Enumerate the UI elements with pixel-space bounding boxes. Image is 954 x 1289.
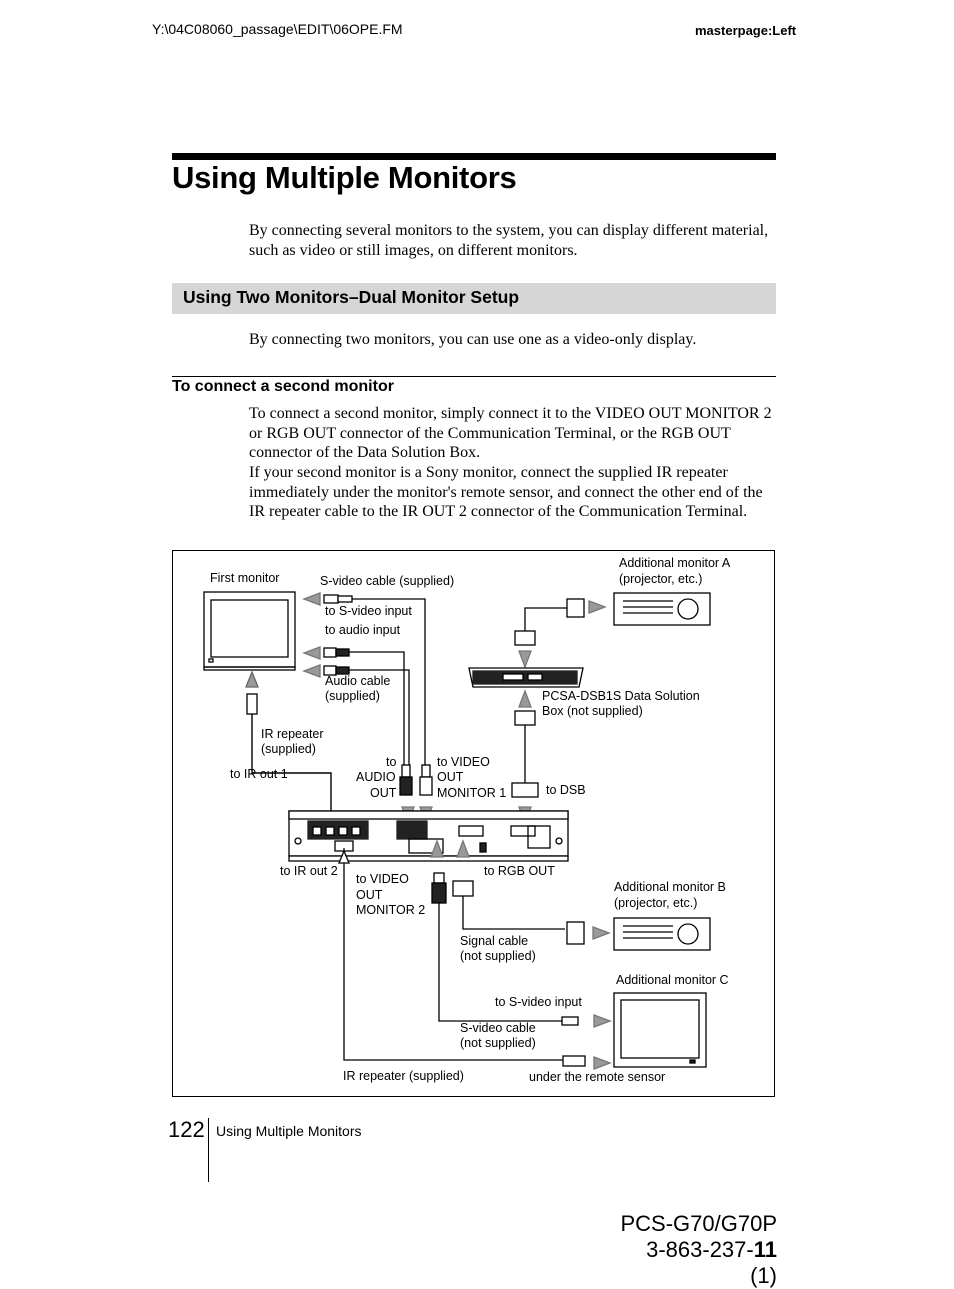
- label-add-monitor-a-2: (projector, etc.): [619, 572, 703, 586]
- part-suffix: (1): [750, 1263, 777, 1288]
- label-signal-cable-1: Signal cable: [460, 934, 529, 948]
- label-to-ir-out-1: to IR out 1: [230, 767, 288, 781]
- label-audio-cable-1: Audio cable: [325, 674, 391, 688]
- subsection-paragraph-2: If your second monitor is a Sony monitor…: [249, 464, 763, 521]
- part-bold: 11: [753, 1237, 777, 1262]
- label-first-monitor: First monitor: [210, 571, 280, 585]
- label-ir-repeater-1: IR repeater: [261, 727, 324, 741]
- model-block: PCS-G70/G70P 3-863-237-11 (1): [615, 1211, 777, 1289]
- label-add-monitor-b-1: Additional monitor B: [614, 880, 726, 894]
- data-solution-box-icon: [468, 667, 584, 688]
- header-masterpage: masterpage:Left: [695, 23, 797, 38]
- label-add-monitor-c: Additional monitor C: [616, 973, 729, 987]
- label-to-audio-out-3: OUT: [370, 786, 397, 800]
- part-number: 3-863-237-11 (1): [615, 1237, 777, 1289]
- running-title: Using Multiple Monitors: [216, 1123, 362, 1139]
- page-number: 122: [168, 1117, 205, 1142]
- label-ir-repeater-2: (supplied): [261, 742, 316, 756]
- communication-terminal-icon: [288, 810, 569, 862]
- section-title: Using Two Monitors–Dual Monitor Setup: [183, 287, 520, 307]
- connection-diagram: First monitor S-video cable (supplied) t…: [172, 550, 775, 1097]
- label-to-video-out1-2: OUT: [437, 770, 464, 784]
- header-file-path: Y:\04C08060_passage\EDIT\06OPE.FM: [152, 21, 403, 37]
- footer-rule: [208, 1118, 209, 1182]
- label-svideo-not-supplied-1: S-video cable: [460, 1021, 536, 1035]
- subsection-title: To connect a second monitor: [172, 378, 394, 395]
- projector-a-icon: [613, 592, 711, 626]
- label-under-remote-sensor: under the remote sensor: [529, 1070, 666, 1084]
- label-dsb-1: PCSA-DSB1S Data Solution: [542, 689, 700, 703]
- label-dsb-2: Box (not supplied): [542, 704, 643, 718]
- label-to-audio-out-2: AUDIO: [356, 770, 396, 784]
- label-to-video-out2-2: OUT: [356, 888, 383, 902]
- page-title: Using Multiple Monitors: [172, 160, 517, 195]
- label-to-video-out2-3: MONITOR 2: [356, 903, 426, 917]
- label-to-svideo-input-1: to S-video input: [325, 604, 412, 618]
- label-svideo-not-supplied-2: (not supplied): [460, 1036, 536, 1050]
- monitor-c-icon: [613, 992, 707, 1068]
- title-rule: [172, 153, 776, 160]
- diagram-drawing: [203, 591, 711, 1070]
- label-audio-cable-2: (supplied): [325, 689, 380, 703]
- label-to-video-out1-3: MONITOR 1: [437, 786, 507, 800]
- subsection-paragraph-1: To connect a second monitor, simply conn…: [249, 405, 772, 462]
- subsection-rule: [172, 376, 776, 377]
- label-to-dsb: to DSB: [546, 783, 586, 797]
- label-to-rgb-out: to RGB OUT: [484, 864, 555, 878]
- section-paragraph: By connecting two monitors, you can use …: [249, 331, 697, 348]
- first-monitor-icon: [203, 591, 296, 671]
- label-to-ir-out-2: to IR out 2: [280, 864, 338, 878]
- label-ir-repeater-supplied: IR repeater (supplied): [343, 1069, 464, 1083]
- projector-b-icon: [613, 917, 711, 951]
- label-signal-cable-2: (not supplied): [460, 949, 536, 963]
- label-to-audio-input: to audio input: [325, 623, 401, 637]
- label-to-audio-out-1: to: [386, 755, 397, 769]
- intro-paragraph: By connecting several monitors to the sy…: [249, 222, 769, 259]
- model-line: PCS-G70/G70P: [620, 1211, 777, 1236]
- label-add-monitor-a-1: Additional monitor A: [619, 556, 731, 570]
- section-band: [172, 283, 776, 314]
- label-to-video-out1-1: to VIDEO: [437, 755, 490, 769]
- label-to-svideo-input-2: to S-video input: [495, 995, 582, 1009]
- part-prefix: 3-863-237-: [646, 1237, 754, 1262]
- label-to-video-out2-1: to VIDEO: [356, 872, 409, 886]
- label-svideo-supplied: S-video cable (supplied): [320, 574, 455, 588]
- ir-repeater-1-icon: [245, 670, 259, 715]
- label-add-monitor-b-2: (projector, etc.): [614, 896, 698, 910]
